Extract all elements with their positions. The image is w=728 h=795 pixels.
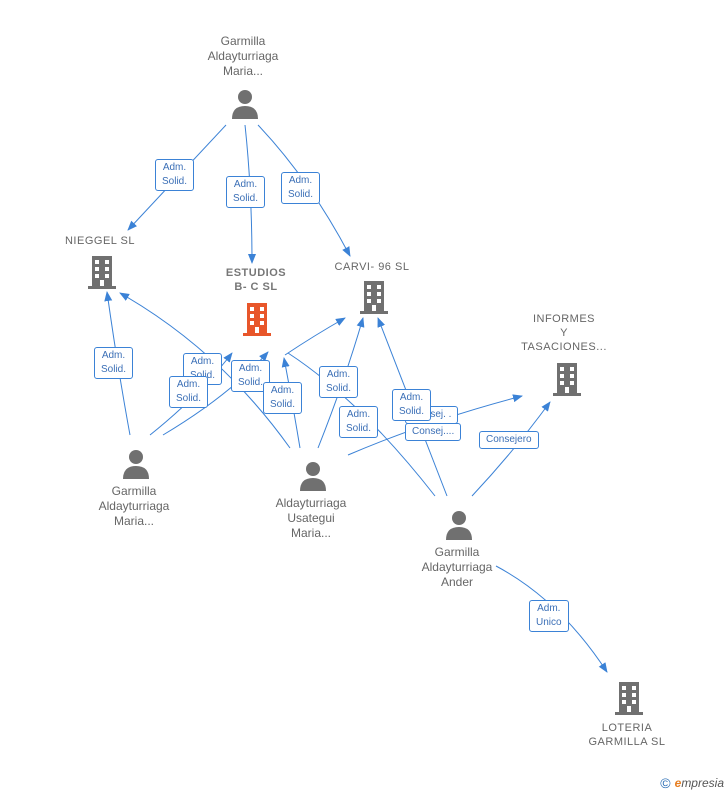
edge-aldayturriaga-usategui-to-carvi-b [284,317,346,356]
edge-label[interactable]: Adm.Solid. [339,406,379,438]
edge-label[interactable]: Adm.Solid. [94,347,134,379]
edge-label[interactable]: Adm.Solid. [155,159,195,191]
edge-label[interactable]: Adm.Solid. [263,382,303,414]
edge-label[interactable]: Consejero [479,431,539,449]
node-label-estudios[interactable]: ESTUDIOS B- C SL [225,267,287,293]
brand-name: empresia [674,776,724,790]
person-icon[interactable] [231,89,259,119]
node-label-carvi[interactable]: CARVI- 96 SL [334,261,410,273]
edge-label[interactable]: Adm.Solid. [169,376,209,408]
edge-label[interactable]: Consej.... [405,423,462,441]
person-icon[interactable] [445,510,473,540]
edge-label[interactable]: Adm.Solid. [281,172,321,204]
node-label-aldayturriaga-usategui[interactable]: Aldayturriaga Usategui Maria... [275,496,347,540]
empresia-watermark: © empresia [660,775,724,791]
node-label-informes[interactable]: INFORMES Y TASACIONES... [521,313,607,353]
building-icon[interactable] [242,302,272,336]
node-label-loteria[interactable]: LOTERIA GARMILLA SL [588,722,666,748]
edge-label[interactable]: Adm.Solid. [319,366,359,398]
building-icon[interactable] [87,255,117,289]
node-label-garmilla-ander[interactable]: Garmilla Aldayturriaga Ander [421,545,493,589]
building-icon[interactable] [359,280,389,314]
node-label-garmilla-maria-bottom[interactable]: Garmilla Aldayturriaga Maria... [98,484,170,528]
edge-label[interactable]: Adm.Unico [529,600,569,632]
person-icon[interactable] [122,449,150,479]
person-icon[interactable] [299,461,327,491]
edge-label[interactable]: Adm.Solid. [226,176,266,208]
building-icon[interactable] [552,362,582,396]
node-label-garmilla-maria-top[interactable]: Garmilla Aldayturriaga Maria... [207,34,279,78]
edge-label[interactable]: Adm.Solid. [392,389,432,421]
copyright-icon: © [660,775,671,791]
node-label-nieggel[interactable]: NIEGGEL SL [64,235,136,247]
edge-garmilla-ander-to-informes [471,401,551,497]
building-icon[interactable] [614,681,644,715]
